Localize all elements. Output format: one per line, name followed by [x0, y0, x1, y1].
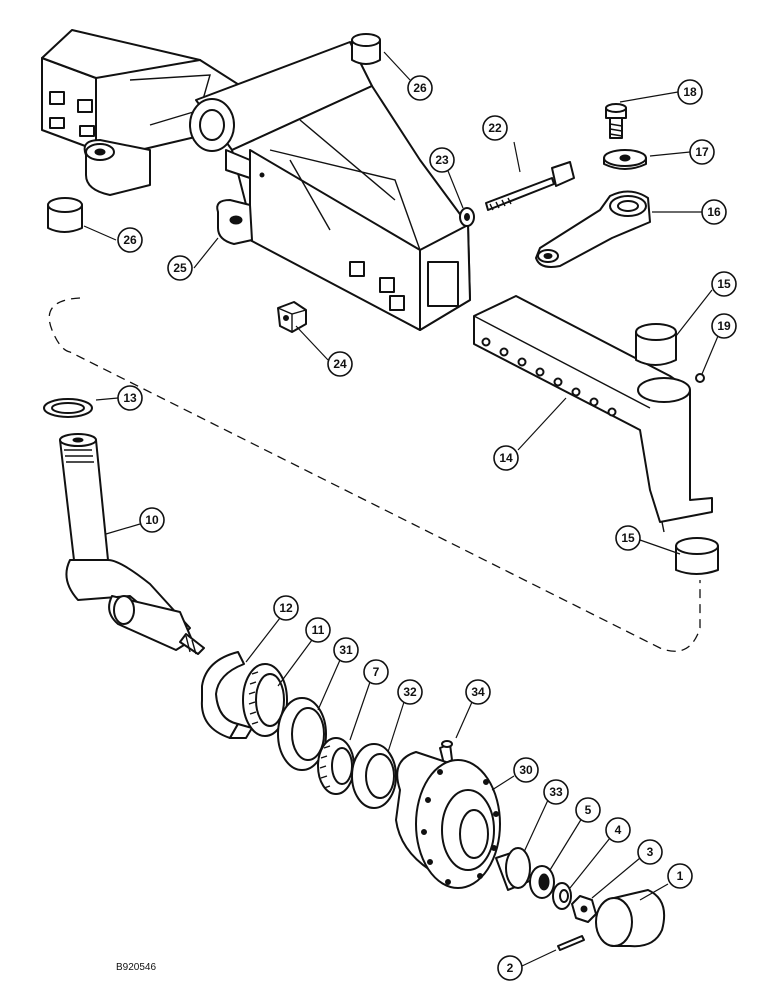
callout-30-label: 30 — [519, 763, 533, 777]
callout-23: 23 — [429, 147, 455, 173]
callout-12-label: 12 — [279, 601, 293, 615]
grease-fitting-19 — [695, 373, 705, 383]
callout-10-label: 10 — [145, 513, 159, 527]
bolt-22 — [485, 161, 575, 211]
callout-15-label: 15 — [621, 531, 635, 545]
callout-1: 1 — [667, 863, 693, 889]
callout-34: 34 — [465, 679, 491, 705]
callout-26: 26 — [117, 227, 143, 253]
callout-26: 26 — [407, 75, 433, 101]
thrust-washer-13 — [43, 398, 93, 418]
bearing-cone-11 — [242, 663, 288, 737]
bearing-cup-31 — [277, 697, 327, 771]
bearing-5 — [529, 865, 555, 899]
axle-beam — [41, 29, 471, 331]
grease-fitting-34 — [439, 740, 453, 765]
callout-18: 18 — [677, 79, 703, 105]
callout-16: 16 — [701, 199, 727, 225]
callout-26-label: 26 — [413, 81, 427, 95]
callout-31: 31 — [333, 637, 359, 663]
callout-14-label: 14 — [499, 451, 513, 465]
callout-2: 2 — [497, 955, 523, 981]
callout-5: 5 — [575, 797, 601, 823]
callout-25-label: 25 — [173, 261, 187, 275]
callout-11: 11 — [305, 617, 331, 643]
leader-lines — [83, 51, 719, 967]
callout-24: 24 — [327, 351, 353, 377]
callout-12: 12 — [273, 595, 299, 621]
washer-23 — [459, 207, 475, 227]
castle-nut-3 — [571, 895, 597, 923]
callout-16-label: 16 — [707, 205, 721, 219]
callout-13: 13 — [117, 385, 143, 411]
callout-22: 22 — [482, 115, 508, 141]
callout-19: 19 — [711, 313, 737, 339]
callout-7: 7 — [363, 659, 389, 685]
spindle-10 — [59, 433, 205, 655]
steering-arm-16 — [535, 190, 651, 268]
callout-13-label: 13 — [123, 391, 137, 405]
callout-31-label: 31 — [339, 643, 353, 657]
washer-17 — [603, 149, 647, 170]
bearing-cup-32 — [351, 743, 397, 809]
callout-1-label: 1 — [677, 869, 684, 883]
bearing-7 — [317, 737, 355, 795]
bushing-15-upper — [635, 323, 677, 366]
figure-code: B920546 — [116, 962, 157, 973]
bearing-cup-33 — [495, 847, 533, 891]
callout-15-label: 15 — [717, 277, 731, 291]
assembly-boundary — [48, 297, 701, 652]
callout-10: 10 — [139, 507, 165, 533]
callout-17: 17 — [689, 139, 715, 165]
callout-11-label: 11 — [312, 623, 325, 637]
callout-34-label: 34 — [471, 685, 485, 699]
callout-15: 15 — [615, 525, 641, 551]
bushing-15-lower — [675, 537, 719, 575]
callout-17-label: 17 — [695, 145, 709, 159]
callout-3: 3 — [637, 839, 663, 865]
callout-19-label: 19 — [717, 319, 731, 333]
callout-32-label: 32 — [403, 685, 417, 699]
callout-2-label: 2 — [507, 961, 514, 975]
hub-30 — [395, 751, 501, 889]
callout-24-label: 24 — [333, 357, 347, 371]
callout-30: 30 — [513, 757, 539, 783]
callout-4: 4 — [605, 817, 631, 843]
callout-25: 25 — [167, 255, 193, 281]
callout-5-label: 5 — [585, 803, 592, 817]
callout-18-label: 18 — [683, 85, 697, 99]
callout-32: 32 — [397, 679, 423, 705]
callout-15: 15 — [711, 271, 737, 297]
washer-4 — [552, 882, 572, 910]
bushing-26-left — [47, 197, 83, 233]
nut-24 — [277, 301, 307, 333]
hub-cap-1 — [595, 889, 666, 948]
cotter-pin-2 — [557, 935, 585, 951]
callout-14: 14 — [493, 445, 519, 471]
bushing-26-top — [351, 33, 381, 65]
callout-23-label: 23 — [435, 153, 449, 167]
callout-33: 33 — [543, 779, 569, 805]
axle-extension-14 — [473, 295, 713, 533]
callout-22-label: 22 — [488, 121, 502, 135]
callout-33-label: 33 — [549, 785, 563, 799]
callout-7-label: 7 — [373, 665, 380, 679]
callout-4-label: 4 — [615, 823, 622, 837]
bolt-18 — [605, 103, 627, 139]
callout-3-label: 3 — [647, 845, 654, 859]
callout-26-label: 26 — [123, 233, 137, 247]
